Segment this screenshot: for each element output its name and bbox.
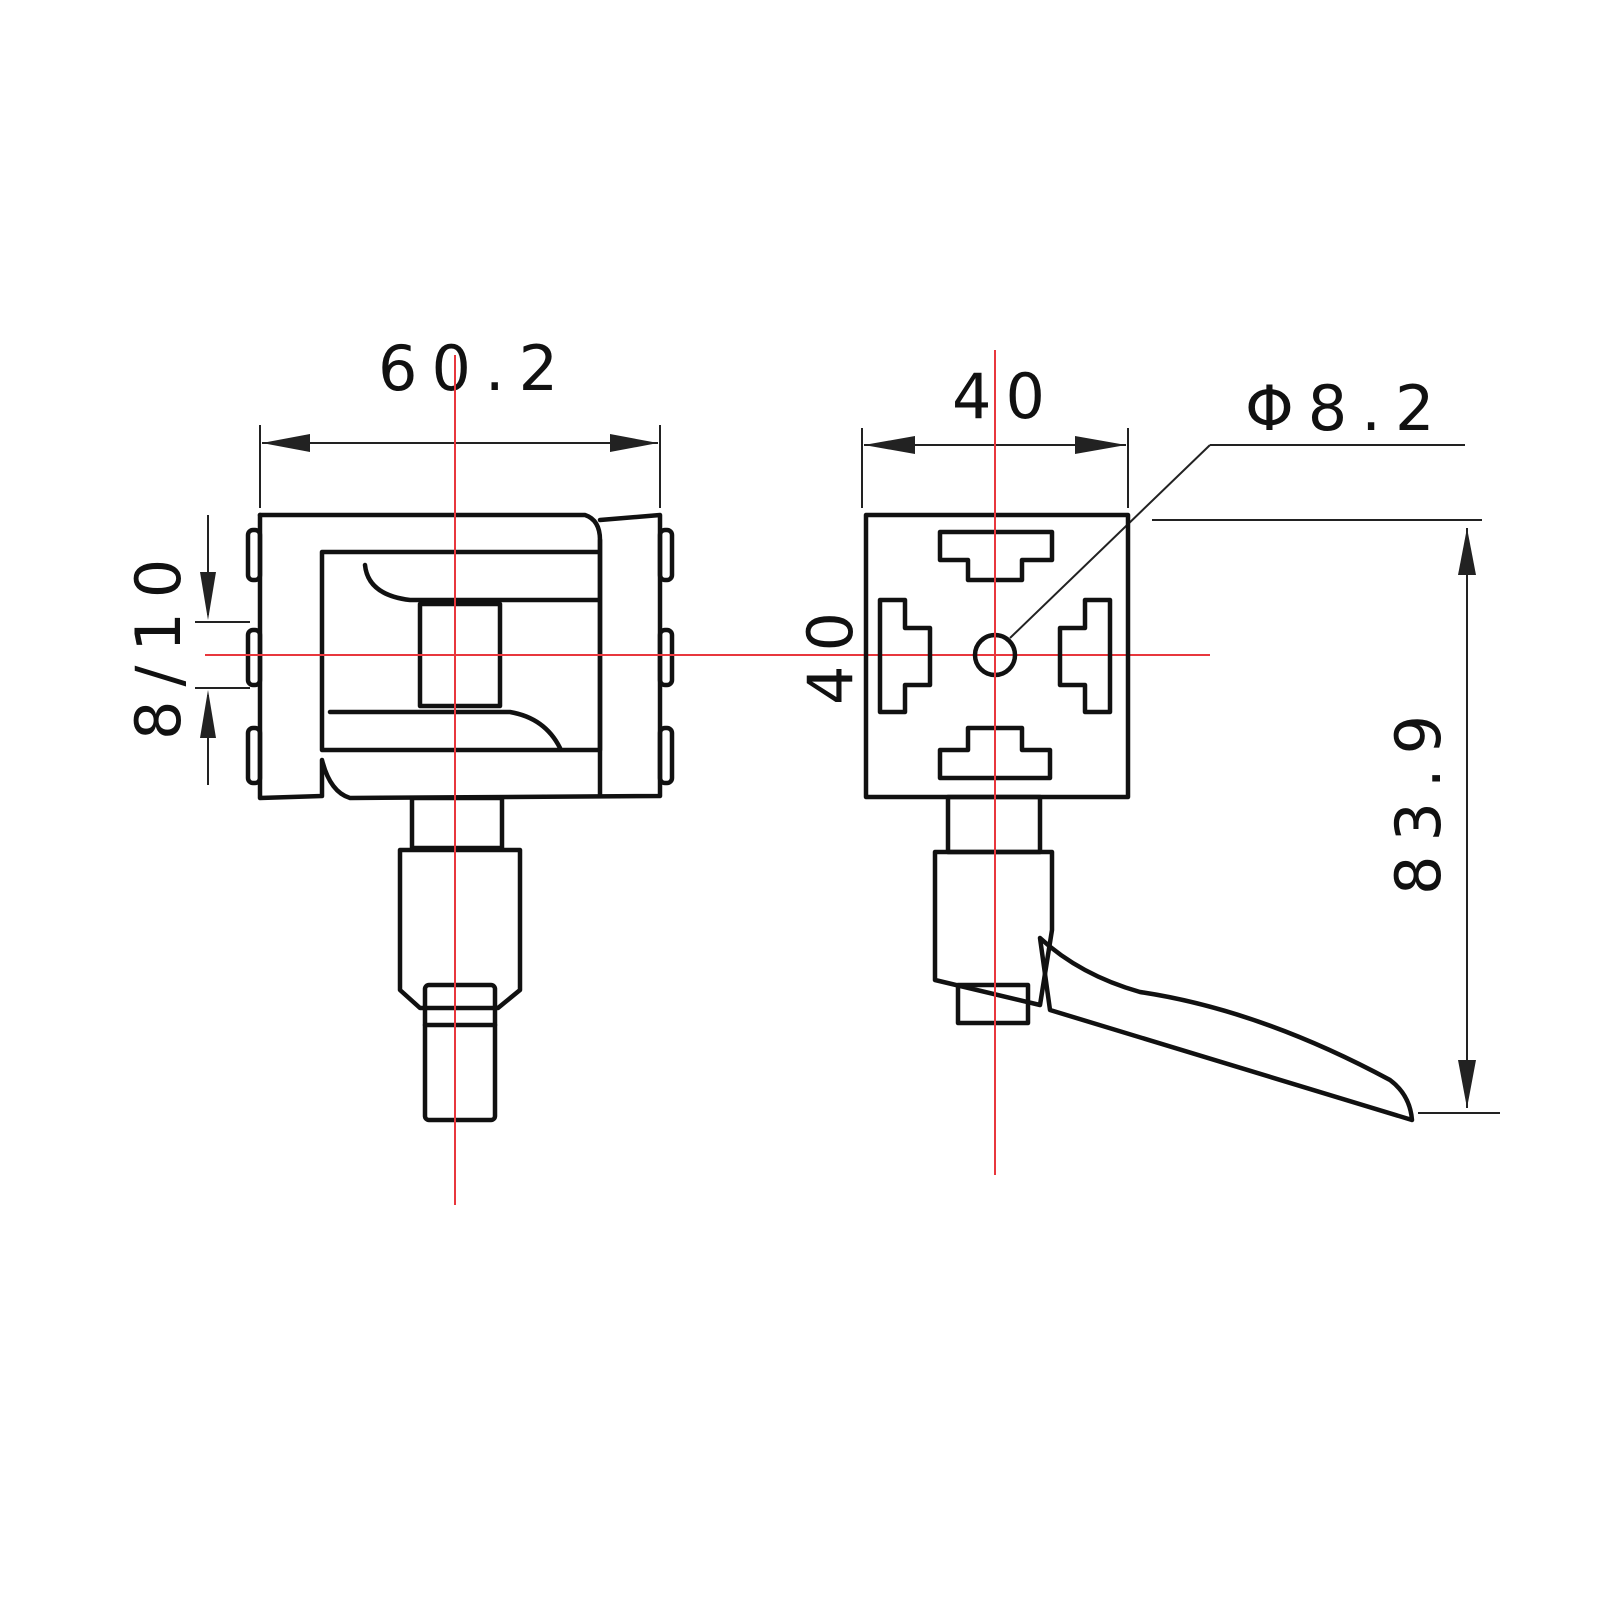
arrow-left-icon bbox=[864, 436, 915, 454]
handle-sleeve bbox=[397, 847, 523, 1011]
upper-jaw bbox=[362, 562, 601, 603]
arrow-right-icon bbox=[1075, 436, 1126, 454]
handle-tip bbox=[955, 982, 1031, 1026]
stem bbox=[409, 795, 505, 851]
side-width-label: 40 bbox=[952, 360, 1059, 433]
hole-diameter-label: Φ8.2 bbox=[1245, 372, 1448, 445]
arrow-left-icon bbox=[262, 434, 310, 452]
side-height-label: 40 bbox=[794, 598, 867, 705]
handle-tip bbox=[422, 982, 498, 1123]
arrow-right-icon bbox=[610, 434, 658, 452]
arrow-down-icon bbox=[200, 572, 216, 620]
body-outline bbox=[257, 512, 603, 753]
side-view: 40 40 Φ8.2 83.9 bbox=[794, 350, 1500, 1175]
total-height-label: 83.9 bbox=[1382, 701, 1455, 895]
t-slot-top bbox=[937, 529, 1055, 583]
lower-jaw bbox=[327, 709, 563, 751]
leader-line bbox=[1009, 444, 1211, 639]
front-view: 60.2 8/10 bbox=[122, 332, 1210, 1205]
bump bbox=[657, 627, 675, 688]
t-slot-left bbox=[877, 597, 933, 715]
arrow-up-icon bbox=[200, 690, 216, 738]
arrow-down-icon bbox=[1458, 1060, 1476, 1108]
bump bbox=[245, 627, 263, 688]
t-slot-right bbox=[1057, 597, 1113, 715]
bump bbox=[657, 527, 675, 583]
slot-dimension-label: 8/10 bbox=[122, 545, 195, 740]
lever-arm bbox=[1037, 935, 1415, 1123]
bump bbox=[245, 725, 263, 786]
width-dimension-label: 60.2 bbox=[378, 332, 572, 405]
t-slot-bottom bbox=[937, 725, 1053, 781]
handle-sleeve bbox=[932, 849, 1055, 1008]
arrow-up-icon bbox=[1458, 528, 1476, 575]
bump bbox=[245, 527, 263, 583]
bump bbox=[657, 725, 675, 786]
